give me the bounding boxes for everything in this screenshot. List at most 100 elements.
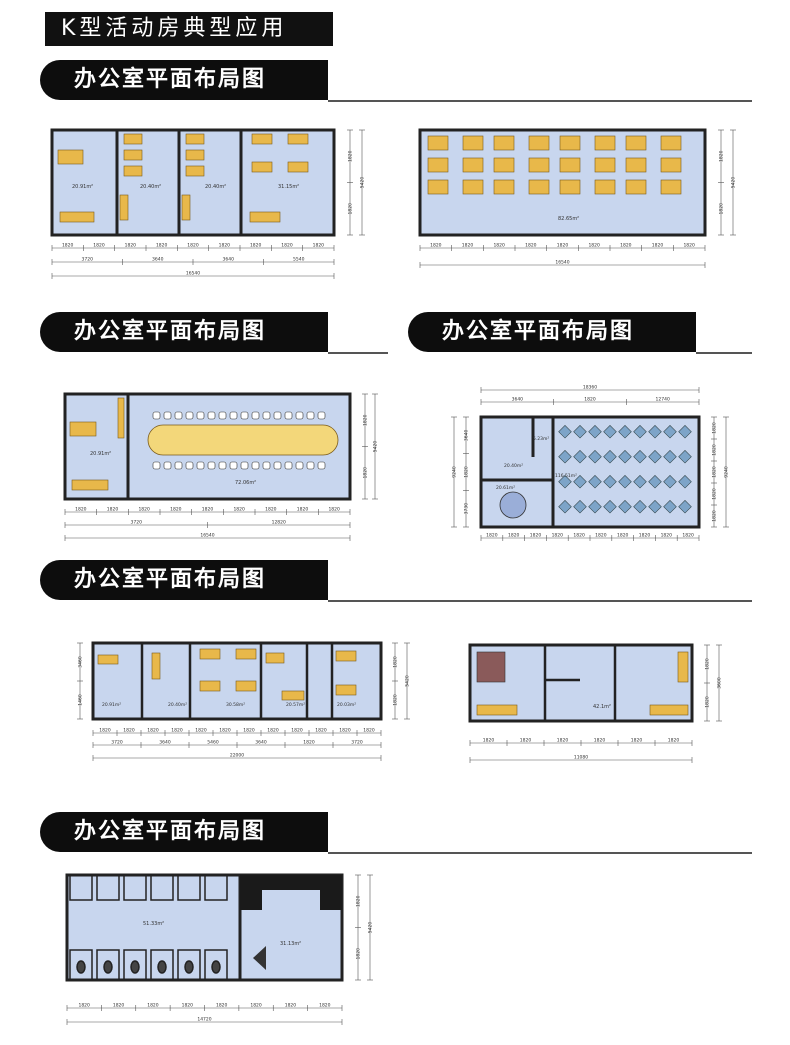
section-title: 办公室平面布局图 — [40, 560, 328, 600]
dimension-label: 1820 — [530, 533, 542, 539]
furniture — [427, 135, 682, 195]
dimension-label: 1820 — [219, 728, 231, 734]
room-area: 20.03m² — [337, 702, 356, 708]
dimension-label: 1820 — [483, 738, 495, 744]
dimension-label: 1820 — [712, 422, 718, 434]
dimension-label: 1820 — [138, 507, 150, 513]
dimension-label: 1820 — [75, 507, 87, 513]
dimension-label: 3640 — [159, 740, 171, 746]
furniture — [476, 651, 689, 716]
dimension-label: 5420 — [373, 441, 379, 453]
furniture — [97, 648, 357, 701]
dimension-label: 1820 — [356, 948, 362, 960]
dimension-label: 1820 — [281, 243, 293, 249]
dimension-label: 1820 — [668, 738, 680, 744]
room-area: 31.15m² — [278, 184, 299, 190]
dimension-label: 1820 — [393, 656, 399, 668]
dimension-label: 1820 — [156, 243, 168, 249]
dimension-label: 1820 — [125, 243, 137, 249]
dimension-label: 3640 — [223, 257, 235, 263]
dimension-label: 1820 — [315, 728, 327, 734]
dimension-label: 22000 — [230, 753, 244, 759]
dimension-label: 1820 — [430, 243, 442, 249]
dimension-label: 5420 — [405, 675, 411, 687]
room-area: 116.51m² — [555, 473, 577, 479]
dimension-label: 18360 — [583, 385, 597, 391]
dimension-label: 1820 — [267, 728, 279, 734]
page-title: K型活动房典型应用 — [45, 12, 333, 46]
dimension-label: 1820 — [712, 444, 718, 456]
dimension-label: 12820 — [272, 520, 286, 526]
dimension-label: 1820 — [462, 243, 474, 249]
dimension-label: 3640 — [464, 429, 470, 441]
dimension-label: 1820 — [113, 1003, 125, 1009]
dimension-label: 1820 — [639, 533, 651, 539]
dimension-label: 1820 — [363, 728, 375, 734]
section-title: 办公室平面布局图 — [40, 812, 328, 852]
section-header: 办公室平面布局图 — [40, 312, 390, 356]
dimension-label: 1820 — [339, 728, 351, 734]
dimension-label: 5460 — [207, 740, 219, 746]
round-table — [499, 491, 527, 519]
section-header: 办公室平面布局图 — [40, 560, 752, 604]
dimension-label: 1820 — [171, 728, 183, 734]
dimension-label: 3730 — [464, 503, 470, 515]
dimension-label: 9240 — [724, 466, 730, 478]
dimension-label: 1820 — [363, 467, 369, 479]
dimension-label: 1820 — [123, 728, 135, 734]
dimension-label: 1820 — [520, 738, 532, 744]
dimension-label: 1820 — [712, 466, 718, 478]
dimension-label: 1820 — [363, 414, 369, 426]
dimension-label: 1820 — [652, 243, 664, 249]
dimension-label: 1820 — [683, 243, 695, 249]
dimension-label: 1820 — [219, 243, 231, 249]
dimension-label: 1820 — [202, 507, 214, 513]
dimension-label: 1820 — [195, 728, 207, 734]
dimension-label: 3460 — [78, 656, 84, 668]
dimension-label: 16540 — [186, 271, 200, 277]
toilet-icon — [211, 960, 221, 974]
floor-plan-5: 20.91m² 20.40m² 30.58m² 20.57m² 20.03m² … — [77, 641, 411, 761]
toilet-icon — [184, 960, 194, 974]
dimension-label: 3640 — [152, 257, 164, 263]
divider — [696, 352, 752, 354]
dimension-label: 5540 — [293, 257, 305, 263]
dimension-label: 9240 — [452, 466, 458, 478]
dimension-label: 1820 — [303, 740, 315, 746]
dimension-label: 1820 — [719, 150, 725, 162]
dimension-label: 1820 — [233, 507, 245, 513]
dimension-label: 1820 — [552, 533, 564, 539]
divider — [328, 852, 752, 854]
dimension-label: 3640 — [255, 740, 267, 746]
dimension-label: 3600 — [717, 677, 723, 689]
dimension-label: 3720 — [131, 520, 143, 526]
dimension-label: 1820 — [617, 533, 629, 539]
dimension-label: 3720 — [111, 740, 123, 746]
dimension-label: 1820 — [250, 1003, 262, 1009]
room-area: 20.57m² — [286, 702, 305, 708]
dimension-label: 1820 — [493, 243, 505, 249]
furniture — [57, 133, 309, 223]
dimension-label: 1820 — [313, 243, 325, 249]
dimension-label: 1820 — [486, 533, 498, 539]
room-area: 72.06m² — [235, 480, 256, 486]
room-area: 30.58m² — [226, 702, 245, 708]
dimension-label: 1820 — [78, 1003, 90, 1009]
dimension-label: 1820 — [107, 507, 119, 513]
room-area: 5.23m² — [533, 436, 549, 442]
dimension-label: 1820 — [297, 507, 309, 513]
dimension-label: 1820 — [705, 658, 711, 670]
dimension-label: 1820 — [393, 694, 399, 706]
dimension-label: 12740 — [656, 397, 670, 403]
room-area: 20.40m² — [140, 184, 161, 190]
dimension-lines: 3640 1820 12740 18360 1820 1820 1820 1820 1820 18… — [451, 385, 730, 541]
dimension-label: 1820 — [216, 1003, 228, 1009]
dimension-label: 1820 — [348, 203, 354, 215]
room-area: 42.1m² — [593, 704, 611, 710]
dimension-label: 1820 — [594, 738, 606, 744]
